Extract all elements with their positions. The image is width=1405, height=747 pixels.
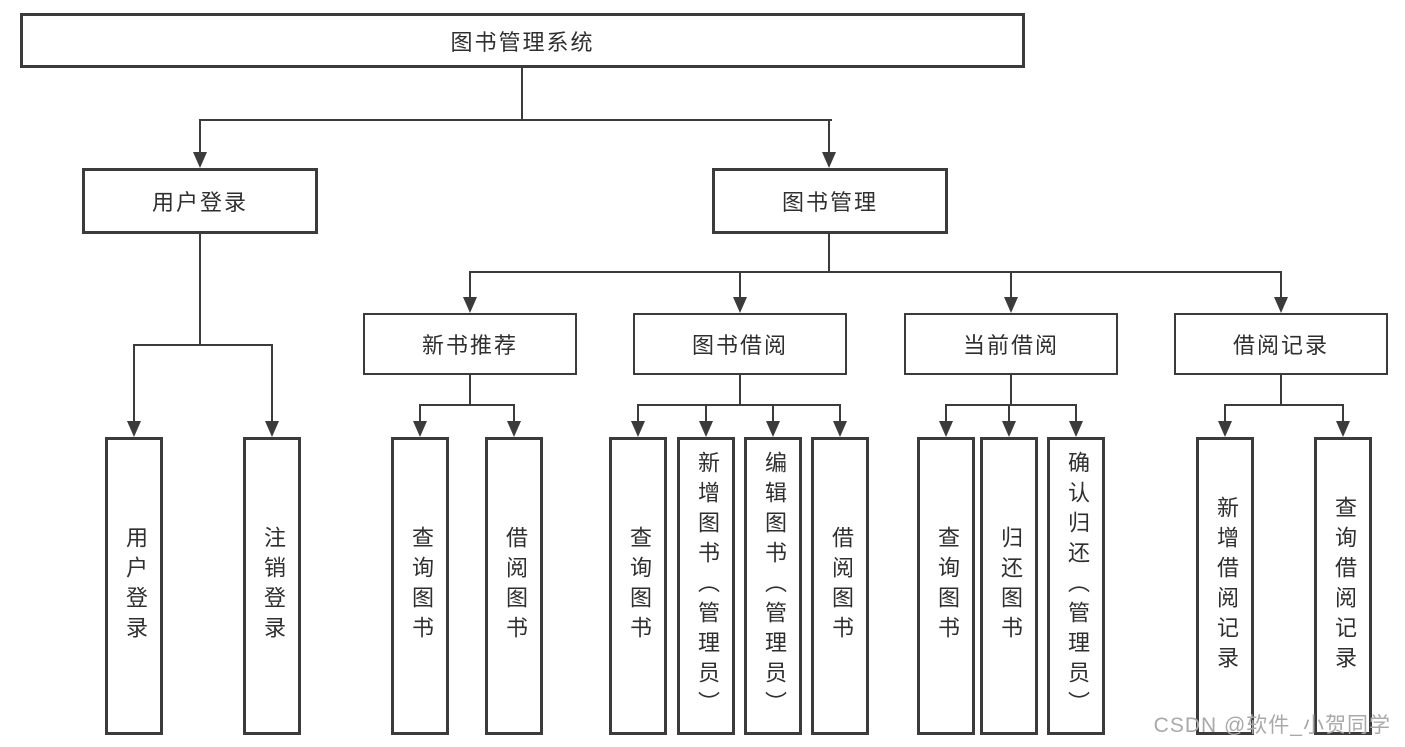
- leaf-logout: 注销登录: [243, 437, 301, 735]
- arrow-down-icon: [733, 271, 747, 313]
- node-new-book-recommendation: 新书推荐: [363, 313, 577, 375]
- connector-book-management-bar: [469, 271, 1282, 273]
- arrow-down-icon: [1069, 404, 1083, 437]
- leaf-query-borrow-record: 查询借阅记录: [1314, 437, 1372, 735]
- arrow-down-icon: [822, 119, 836, 168]
- node-library-management-system: 图书管理系统: [20, 13, 1025, 68]
- leaf-confirm-return-admin: 确认归还（管理员）: [1047, 437, 1105, 735]
- leaf-user-login: 用户登录: [105, 437, 163, 735]
- leaf-add-books-admin: 新增图书（管理员）: [677, 437, 735, 735]
- connector-recommend-bar: [419, 404, 515, 406]
- connector-current-stem: [1010, 374, 1012, 406]
- arrow-down-icon: [463, 271, 477, 313]
- leaf-borrow-books-recommend: 借阅图书: [485, 437, 543, 735]
- connector-book-management-stem: [828, 233, 830, 273]
- arrow-down-icon: [1004, 271, 1018, 313]
- arrow-down-icon: [413, 404, 427, 437]
- arrow-down-icon: [265, 344, 279, 437]
- arrow-down-icon: [127, 344, 141, 437]
- connector-recommend-stem: [469, 374, 471, 406]
- connector-records-bar: [1224, 404, 1344, 406]
- leaf-borrow-books: 借阅图书: [811, 437, 869, 735]
- node-book-borrowing: 图书借阅: [633, 313, 847, 375]
- arrow-down-icon: [1002, 404, 1016, 437]
- arrow-down-icon: [1218, 404, 1232, 437]
- arrow-down-icon: [507, 404, 521, 437]
- arrow-down-icon: [193, 119, 207, 168]
- node-user-login: 用户登录: [82, 168, 318, 234]
- connector-borrowing-bar: [637, 404, 841, 406]
- connector-user-login-stem: [199, 233, 201, 345]
- node-current-borrowing: 当前借阅: [904, 313, 1118, 375]
- arrow-down-icon: [939, 404, 953, 437]
- connector-records-stem: [1280, 374, 1282, 406]
- arrow-down-icon: [833, 404, 847, 437]
- node-borrowing-records: 借阅记录: [1174, 313, 1388, 375]
- arrow-down-icon: [631, 404, 645, 437]
- connector-borrowing-stem: [739, 374, 741, 406]
- connector-root-bar: [199, 119, 832, 121]
- leaf-query-books-current: 查询图书: [917, 437, 975, 735]
- leaf-query-books-borrowing: 查询图书: [609, 437, 667, 735]
- leaf-return-books: 归还图书: [980, 437, 1038, 735]
- csdn-watermark: CSDN @软件_小贺同学: [1153, 714, 1391, 737]
- arrow-down-icon: [1336, 404, 1350, 437]
- leaf-query-books-recommend: 查询图书: [391, 437, 449, 735]
- arrow-down-icon: [699, 404, 713, 437]
- leaf-edit-books-admin: 编辑图书（管理员）: [744, 437, 802, 735]
- connector-root-stem: [521, 67, 523, 120]
- connector-user-login-bar: [133, 344, 273, 346]
- connector-current-bar: [945, 404, 1077, 406]
- arrow-down-icon: [1274, 271, 1288, 313]
- node-book-management: 图书管理: [712, 168, 948, 234]
- leaf-add-borrow-record: 新增借阅记录: [1196, 437, 1254, 735]
- arrow-down-icon: [766, 404, 780, 437]
